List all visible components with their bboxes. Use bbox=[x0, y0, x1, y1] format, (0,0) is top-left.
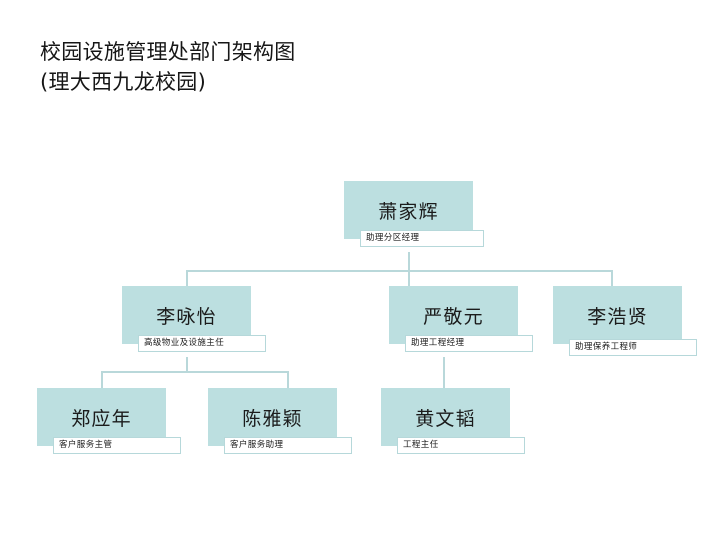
org-node-name: 黄文韬 bbox=[381, 388, 510, 446]
org-node-job-title: 客户服务助理 bbox=[224, 437, 352, 454]
page-title: 校园设施管理处部门架构图 (理大西九龙校园) bbox=[40, 40, 296, 94]
connector-drop-li-yongyi bbox=[186, 270, 188, 292]
connector-drop-zheng-yingnian bbox=[101, 371, 103, 389]
org-node-name: 陈雅颖 bbox=[208, 388, 337, 446]
connector-drop-chen-yaying bbox=[287, 371, 289, 389]
org-node-job-title: 助理分区经理 bbox=[360, 230, 484, 247]
org-node-name: 严敬元 bbox=[389, 286, 518, 344]
connector-drop-li-haoxian bbox=[611, 270, 613, 292]
org-node-name: 李咏怡 bbox=[122, 286, 251, 344]
org-node-job-title: 助理保养工程师 bbox=[569, 339, 697, 356]
org-node-zheng-yingnian[interactable]: 郑应年 客户服务主管 bbox=[37, 388, 181, 460]
org-node-job-title: 工程主任 bbox=[397, 437, 525, 454]
org-node-li-yongyi[interactable]: 李咏怡 高级物业及设施主任 bbox=[122, 286, 266, 358]
org-node-name: 郑应年 bbox=[37, 388, 166, 446]
org-node-chen-yaying[interactable]: 陈雅颖 客户服务助理 bbox=[208, 388, 352, 460]
org-node-name: 萧家辉 bbox=[344, 181, 473, 239]
org-node-job-title: 高级物业及设施主任 bbox=[138, 335, 266, 352]
org-node-job-title: 客户服务主管 bbox=[53, 437, 181, 454]
connector-root-drop bbox=[408, 252, 410, 272]
org-node-job-title: 助理工程经理 bbox=[405, 335, 533, 352]
org-node-yan-jingyuan[interactable]: 严敬元 助理工程经理 bbox=[389, 286, 533, 358]
connector-drop-yan-jingyuan bbox=[408, 270, 410, 292]
org-node-xiao-jiahui[interactable]: 萧家辉 助理分区经理 bbox=[344, 181, 484, 251]
org-node-name: 李浩贤 bbox=[553, 286, 682, 344]
connector-li-yongyi-drop bbox=[186, 357, 188, 373]
org-node-li-haoxian[interactable]: 李浩贤 助理保养工程师 bbox=[553, 286, 697, 362]
org-node-huang-wentao[interactable]: 黄文韬 工程主任 bbox=[381, 388, 525, 460]
connector-level2-bus bbox=[186, 270, 613, 272]
connector-yan-jingyuan-to-huang-wentao bbox=[443, 357, 445, 389]
connector-level3-bus-left bbox=[101, 371, 289, 373]
